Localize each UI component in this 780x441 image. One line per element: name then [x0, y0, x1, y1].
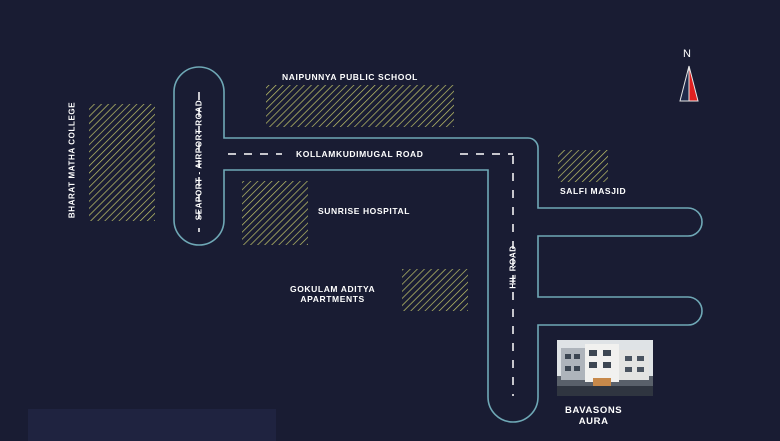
bharat-matha-college-label: BHARAT MATHA COLLEGE: [67, 101, 77, 219]
bottom-strip: [28, 409, 276, 441]
seaport-airport-road-label: SEAPORT - AIRPORT ROAD: [194, 99, 204, 221]
sunrise-hospital-block: [242, 181, 308, 245]
kollamkudimugal-road-label: KOLLAMKUDIMUGAL ROAD: [296, 149, 424, 159]
gokulam-apartments-label: GOKULAM ADITYA APARTMENTS: [290, 284, 375, 304]
building-photo: [557, 340, 653, 396]
compass-north-label: N: [683, 48, 692, 60]
destination-line1: BAVASONS: [565, 405, 623, 416]
bharat-matha-college-block: [89, 104, 155, 221]
building-photo-drawing: [557, 340, 653, 396]
north-arrow-icon: [679, 65, 699, 102]
destination-line2: AURA: [578, 416, 609, 427]
hil-road-label: HIL ROAD: [508, 245, 518, 289]
naipunnya-school-label: NAIPUNNYA PUBLIC SCHOOL: [282, 72, 418, 82]
gokulam-label-line2: APARTMENTS: [300, 294, 365, 304]
sunrise-hospital-label: SUNRISE HOSPITAL: [318, 206, 411, 216]
naipunnya-school-block: [266, 85, 454, 127]
gokulam-apartments-block: [402, 269, 468, 311]
gokulam-label-line1: GOKULAM ADITYA: [290, 284, 376, 294]
destination-label: BAVASONS AURA: [565, 405, 622, 427]
salfi-masjid-block: [558, 150, 608, 182]
road-network-outline: [173, 66, 703, 423]
salfi-masjid-label: SALFI MASJID: [560, 186, 627, 196]
